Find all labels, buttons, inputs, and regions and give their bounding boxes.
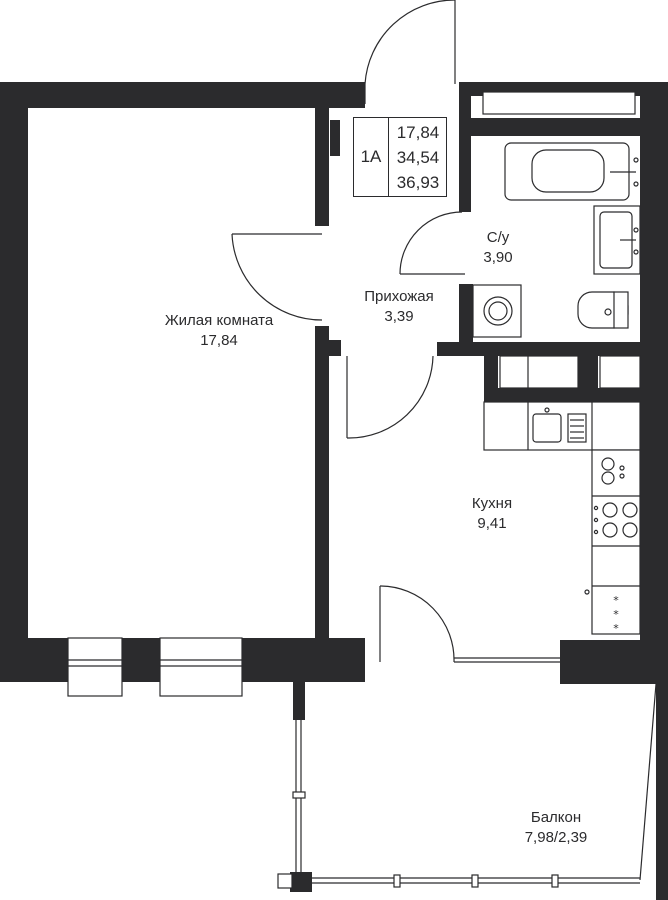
svg-text:*: * (613, 608, 619, 621)
windows (67, 91, 641, 697)
wall-bath-left-lower (459, 284, 473, 356)
kitchen-fixtures: * * * (483, 401, 641, 635)
room-area: 9,41 (477, 515, 507, 532)
room-area: 17,84 (200, 332, 238, 349)
bath-fixtures (472, 142, 641, 338)
wall-right (640, 82, 668, 662)
room-label-living: Жилая комната 17,84 (165, 311, 273, 351)
room-area: 3,90 (483, 249, 513, 266)
gas-tap-icon (601, 457, 615, 471)
room-name: Балкон (530, 809, 582, 826)
kitchen-sink-icon (532, 413, 562, 443)
walls (0, 82, 668, 900)
wall-shaft-left (484, 342, 498, 402)
shaft-box-2 (599, 355, 641, 389)
stove-icon (602, 502, 618, 518)
room-label-hall: Прихожая 3,39 (364, 287, 434, 327)
wall-balcony-post (293, 680, 305, 720)
kitchen-counter-top (483, 401, 641, 451)
room-label-balcony: Балкон 7,98/2,39 (525, 808, 588, 848)
wall-bottom-right (560, 640, 668, 684)
wall-bath-left (459, 82, 471, 212)
wall-top-left (0, 82, 365, 108)
window-top (482, 91, 636, 115)
room-name: Кухня (471, 495, 513, 512)
balcony-frame (277, 683, 657, 889)
window-jamb-living (330, 120, 340, 156)
room-area: 3,39 (384, 308, 414, 325)
kitchen-counter-side (591, 449, 641, 635)
apartment-code: 1A (354, 118, 389, 196)
wall-left (0, 82, 28, 682)
apartment-tag: 1A 17,84 34,54 36,93 (353, 117, 447, 197)
wall-shaft-bottom (484, 388, 640, 402)
area-total: 34,54 (396, 148, 440, 167)
room-name: С/у (486, 229, 510, 246)
window-living-1 (67, 637, 123, 697)
wall-living-lower (315, 326, 329, 642)
wall-shaft-mid (578, 342, 598, 402)
svg-text:*: * (613, 622, 619, 635)
dish-drainer-icon (567, 413, 587, 443)
room-name: Прихожая (364, 288, 434, 305)
room-label-bathroom: С/у 3,90 (483, 228, 512, 268)
room-label-kitchen: Кухня 9,41 (472, 494, 512, 534)
doors (231, 0, 465, 663)
wall-bath-top (471, 118, 668, 136)
room-name: Жилая комната (164, 312, 274, 329)
area-living: 17,84 (396, 123, 440, 142)
apartment-areas: 17,84 34,54 36,93 (390, 120, 446, 195)
wall-bath-bottom (437, 342, 640, 356)
fridge-mark-icon: * (613, 594, 619, 607)
wall-living-upper (315, 108, 329, 226)
wall-stub (329, 340, 341, 356)
area-total-balcony: 36,93 (396, 173, 440, 192)
wall-balcony-right (656, 660, 668, 900)
wall-balcony-corner (290, 872, 312, 892)
shaft-box (499, 355, 579, 389)
window-living-2 (159, 637, 243, 697)
room-area: 7,98/2,39 (524, 829, 588, 846)
